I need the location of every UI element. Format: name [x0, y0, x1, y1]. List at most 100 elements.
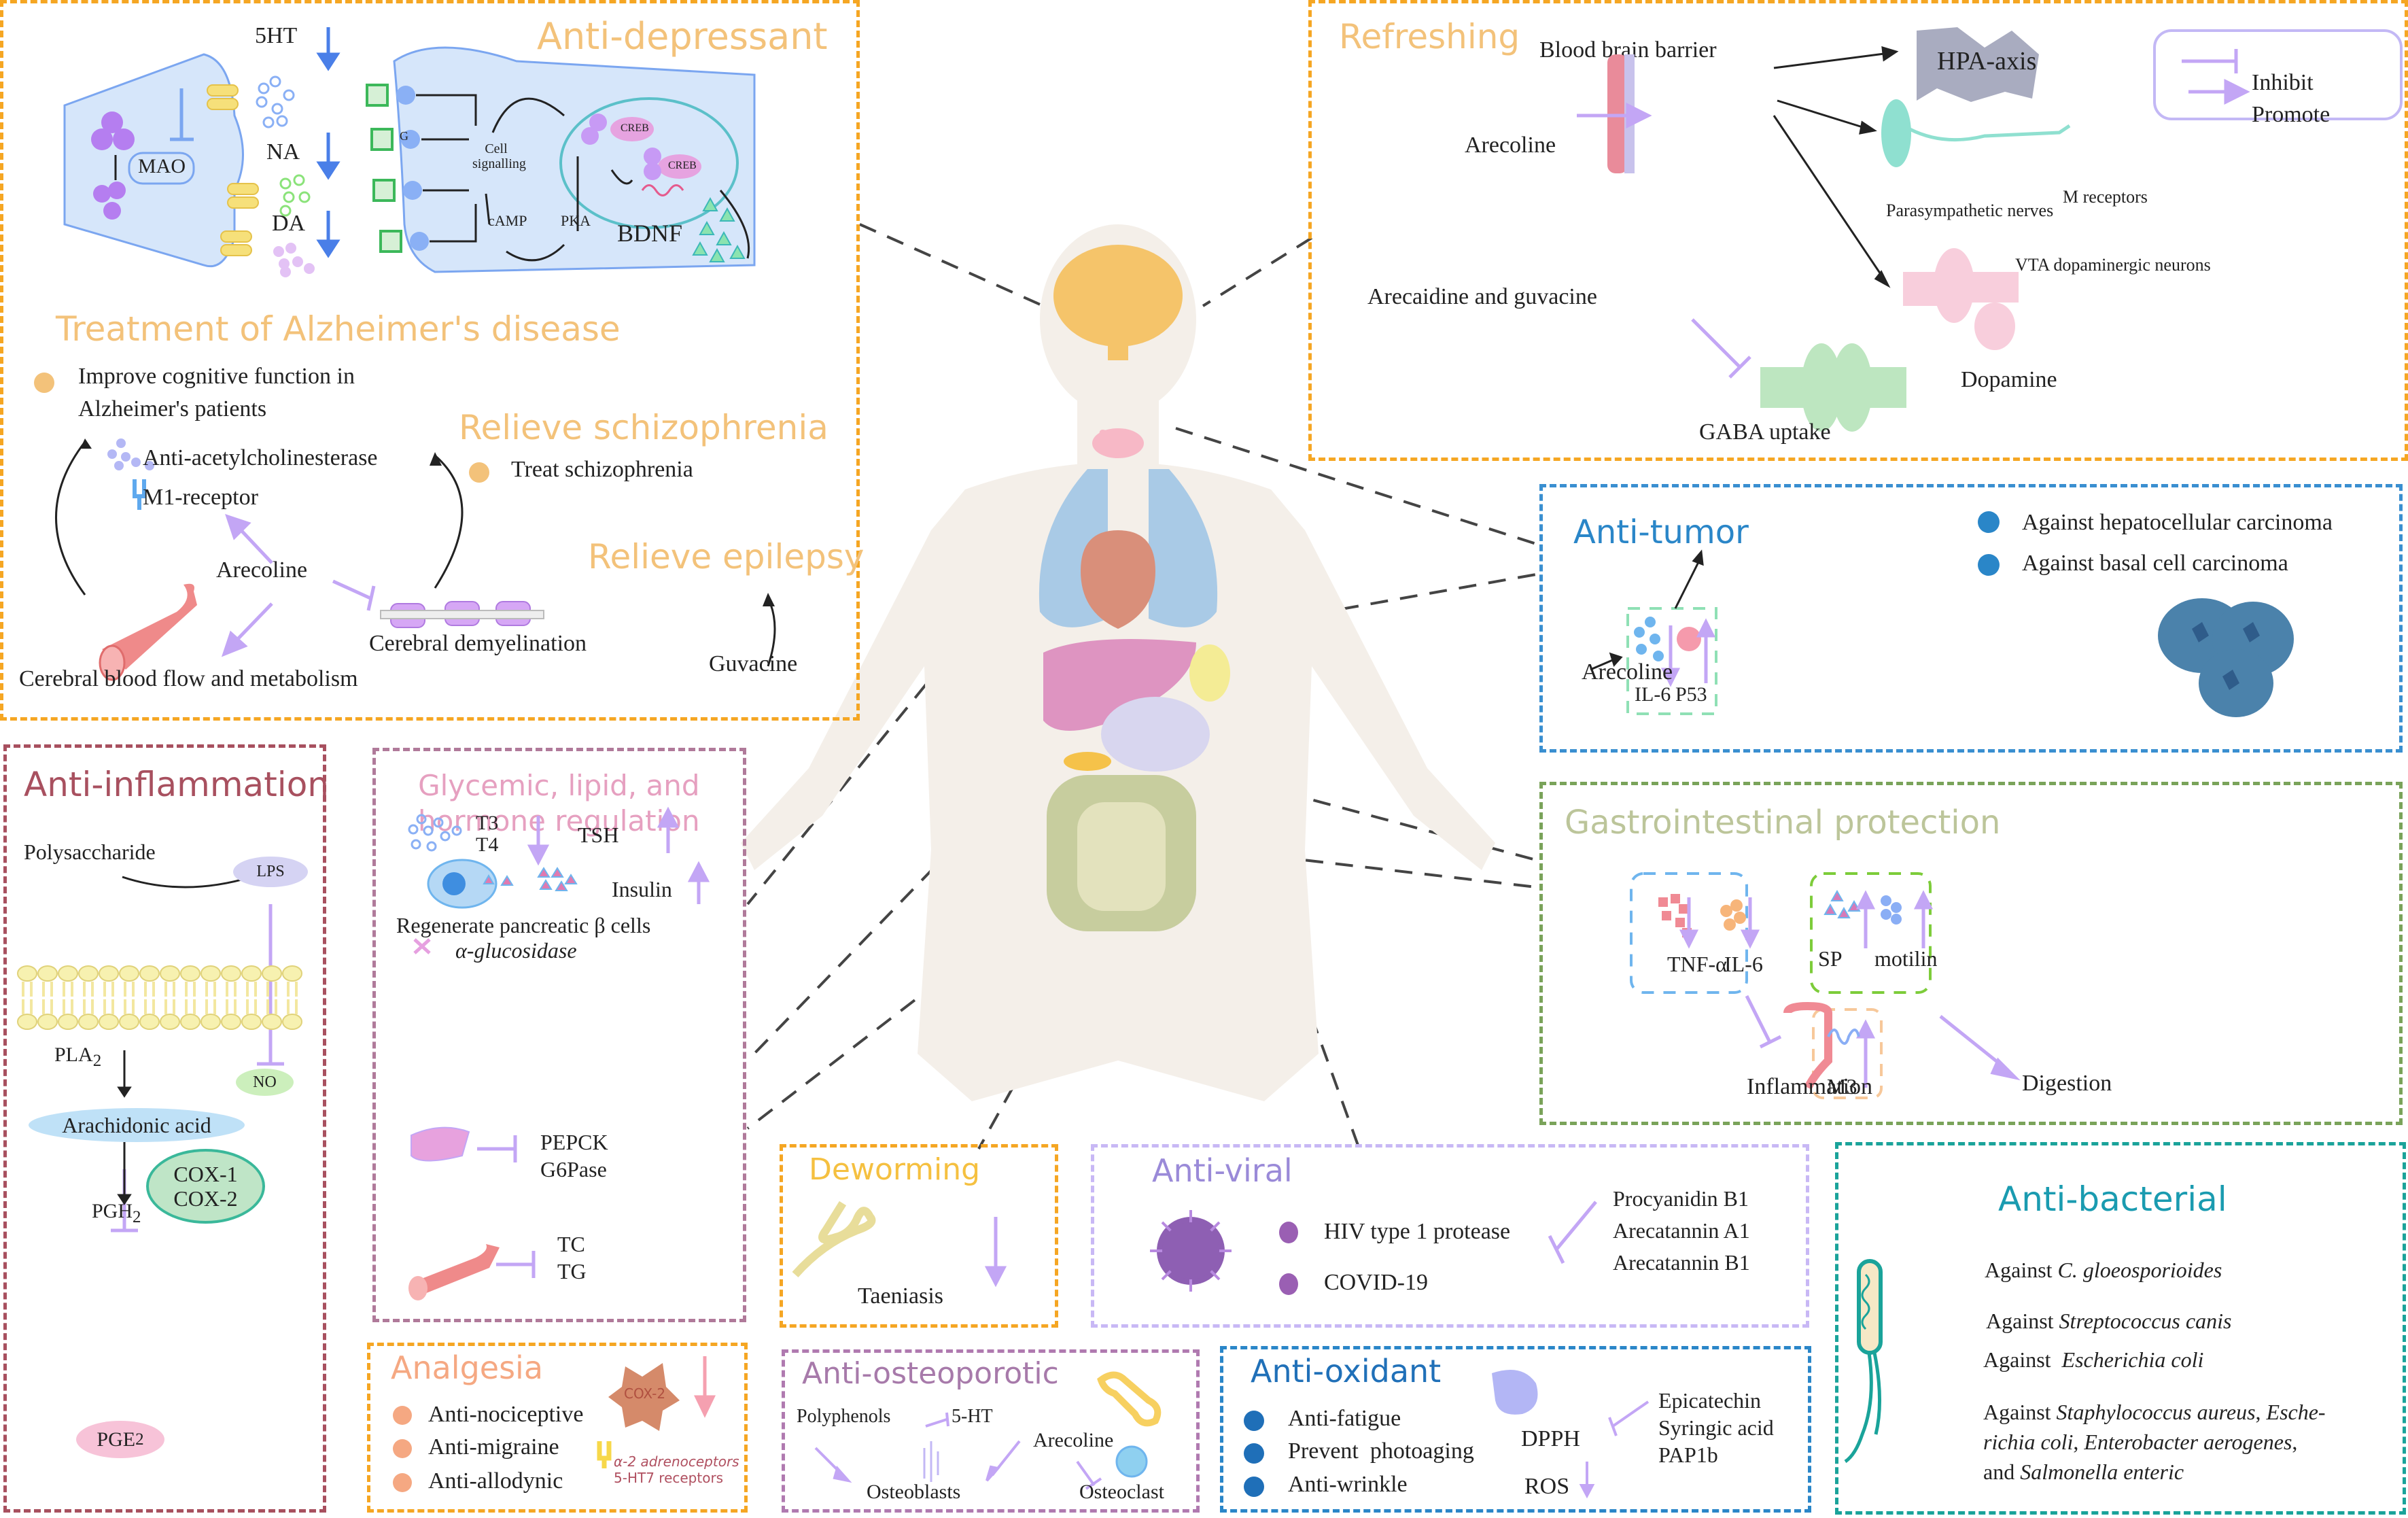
anti-oxidant-item-2: Prevent photoaging — [1288, 1438, 1474, 1464]
lipid-head — [99, 965, 119, 982]
label-t3: T3 — [476, 812, 499, 834]
m3-receptor-icon — [1827, 1029, 1860, 1045]
blood-vessel-icon — [99, 583, 197, 681]
label-adrenoceptors: α-2 adrenoceptors — [614, 1453, 739, 1470]
ache-dots-icon — [107, 438, 154, 470]
analgesia-item-2: Anti-migraine — [428, 1434, 559, 1460]
anti-tumor-diagram — [1590, 549, 2294, 717]
label-treat-schizophrenia: Treat schizophrenia — [511, 457, 693, 482]
against-prefix: Against — [1983, 1400, 2057, 1424]
label-m-receptors: M receptors — [2063, 187, 2148, 207]
il6-gastro-icon — [1720, 899, 1746, 931]
vta-neuron-icon — [1903, 248, 2019, 350]
label-p: G — [400, 129, 408, 143]
glycemic-diagram — [408, 806, 710, 1300]
anti-oxidant-title: Anti-oxidant — [1251, 1353, 1442, 1390]
label-m3: M3 — [1827, 1074, 1857, 1099]
label-pla2: PLA2 — [54, 1043, 101, 1071]
label-hpa-axis: HPA-axis — [1937, 47, 2037, 75]
lipid-tail — [226, 982, 237, 1014]
panel-glycemic — [372, 748, 746, 1322]
lipid-head — [37, 1014, 58, 1030]
label-digestion: Digestion — [2022, 1071, 2112, 1096]
anti-oxidant-diagram — [1492, 1370, 1650, 1499]
label-osteoclast: Osteoclast — [1079, 1481, 1164, 1503]
panel-anti-depressant — [0, 0, 860, 721]
lipid-head — [78, 965, 99, 982]
lipid-head — [17, 1014, 37, 1030]
panel-gastro — [1539, 782, 2403, 1125]
label-camp: cAMP — [488, 212, 527, 229]
lipid-tail — [266, 982, 277, 1014]
compound-epicatechin: Epicatechin — [1658, 1388, 1762, 1413]
myelin-icon — [380, 601, 544, 628]
connector-intestine-gastro — [1216, 848, 1537, 889]
arrow-arecoline-m1 — [237, 525, 273, 564]
label-motilin: motilin — [1874, 946, 1938, 971]
anti-bacterial-item-3: Against Escherichia coli — [1983, 1347, 2203, 1373]
inhibit-arecoline-demyelination — [332, 579, 372, 600]
label-polyphenols: Polyphenols — [797, 1406, 891, 1427]
analgesia-title: Analgesia — [391, 1349, 544, 1386]
brain-icon — [1053, 245, 1183, 360]
motilin-icon — [1881, 895, 1902, 925]
label-insulin: Insulin — [612, 877, 672, 901]
separator: , — [2255, 1400, 2267, 1424]
vesicle-cluster — [91, 111, 135, 220]
label-tnf: TNF-α — [1667, 952, 1727, 976]
against-prefix: Against — [1985, 1258, 2058, 1282]
label-vta: VTA dopaminergic neurons — [2015, 255, 2211, 275]
panel-anti-inflammation — [3, 744, 326, 1513]
separator: , — [2292, 1430, 2298, 1454]
cell-membrane-icon — [17, 965, 309, 1030]
inhibit-inflammation — [1745, 995, 1773, 1045]
lipid-tail — [83, 982, 94, 1014]
label-pepck: PEPCK — [540, 1130, 608, 1154]
label-na: NA — [266, 139, 300, 165]
creb-complex — [581, 114, 701, 196]
anti-bacterial-item-4: Against Staphylococcus aureus, Esche- ri… — [1983, 1397, 2326, 1487]
lipid-tail — [205, 982, 216, 1014]
label-pgh2: PGH2 — [92, 1200, 141, 1227]
inhibit-x-icon — [413, 938, 431, 954]
alz-bullet-line1: Improve cognitive function in — [78, 364, 355, 389]
epilepsy-title: Relieve epilepsy — [588, 537, 865, 576]
legend-promote-label: Promote — [2252, 102, 2331, 127]
label-inflammation: Inflammation — [1747, 1074, 1873, 1099]
lipid-bilayer — [17, 965, 302, 1030]
and-text: and — [1983, 1460, 2021, 1484]
lipid-head — [262, 965, 282, 982]
t3-t4-icon — [408, 814, 462, 852]
panel-anti-bacterial — [1835, 1142, 2406, 1515]
bullet-dot — [1978, 511, 2000, 533]
cytokine-box — [1626, 607, 1717, 715]
species-name: richia coli — [1983, 1430, 2074, 1454]
lipid-tail — [22, 982, 33, 1014]
anti-viral-diagram — [1150, 1201, 1597, 1292]
arrow-polysaccharide-lps — [122, 876, 252, 889]
arrow-arecoline-bloodflow — [233, 602, 273, 644]
bullet-dot — [1244, 1477, 1264, 1497]
lipid-tail — [185, 982, 196, 1014]
label-polysaccharide: Polysaccharide — [24, 840, 156, 864]
panel-refreshing — [1308, 0, 2408, 461]
label-creb-1: CREB — [621, 122, 649, 134]
inhibit-compounds-dpph — [1611, 1400, 1650, 1428]
anti-oxidant-compounds: Epicatechin Syringic acid PAP1b — [1658, 1387, 1774, 1468]
label-dopamine: Dopamine — [1961, 367, 2057, 392]
label-blood-flow: Cerebral blood flow and metabolism — [19, 666, 358, 691]
parasympathetic-neuron-icon — [1881, 99, 1911, 167]
transporter-icons — [207, 84, 259, 256]
panel-anti-viral — [1091, 1144, 1809, 1328]
signalling-arrows — [416, 94, 750, 262]
label-guvacine: Guvacine — [709, 651, 798, 676]
lipid-head — [282, 1014, 302, 1030]
osteoclast-icon — [1115, 1445, 1148, 1478]
compound-pap1b: PAP1b — [1658, 1443, 1718, 1467]
bullet-dot — [34, 373, 54, 393]
thyroid-icon — [1092, 428, 1144, 458]
anti-tumor-title: Anti-tumor — [1573, 513, 1749, 551]
bullet-dot — [1279, 1222, 1298, 1243]
